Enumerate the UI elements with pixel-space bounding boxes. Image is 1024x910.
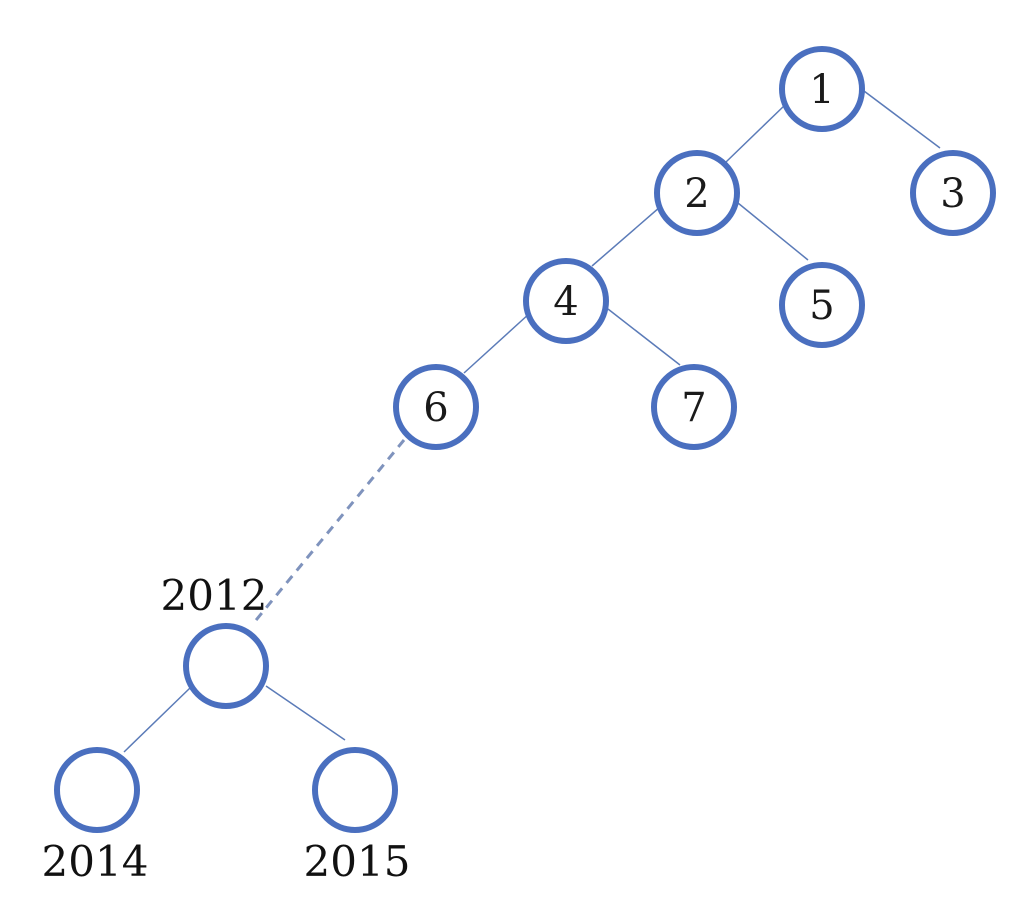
edge-2012-2014 bbox=[123, 687, 191, 753]
node-label-3: 3 bbox=[940, 171, 965, 217]
tree-node-2015 bbox=[312, 747, 398, 833]
edge-2012-2015 bbox=[265, 685, 346, 741]
node-label-6: 6 bbox=[423, 385, 448, 431]
node-label-2: 2 bbox=[684, 171, 709, 217]
edge-1-3 bbox=[863, 90, 941, 149]
node-label-7: 7 bbox=[681, 385, 706, 431]
node-label-1: 1 bbox=[809, 67, 834, 113]
caption-2015: 2015 bbox=[304, 837, 411, 886]
node-label-4: 4 bbox=[553, 279, 578, 325]
tree-node-3: 3 bbox=[910, 150, 996, 236]
tree-node-5: 5 bbox=[779, 262, 865, 348]
tree-node-7: 7 bbox=[651, 364, 737, 450]
tree-node-1: 1 bbox=[779, 46, 865, 132]
node-label-5: 5 bbox=[809, 283, 834, 329]
tree-node-2012 bbox=[183, 623, 269, 709]
tree-node-4: 4 bbox=[523, 258, 609, 344]
edge-1-2 bbox=[725, 103, 787, 163]
edge-4-7 bbox=[607, 308, 681, 366]
tree-node-6: 6 bbox=[393, 364, 479, 450]
caption-2014: 2014 bbox=[42, 837, 149, 886]
edge-6-2012 bbox=[250, 439, 406, 626]
edge-2-4 bbox=[591, 206, 661, 267]
edge-2-5 bbox=[737, 202, 809, 261]
tree-node-2014 bbox=[54, 747, 140, 833]
caption-2012: 2012 bbox=[161, 571, 268, 620]
edge-4-6 bbox=[463, 312, 531, 374]
tree-node-2: 2 bbox=[654, 150, 740, 236]
